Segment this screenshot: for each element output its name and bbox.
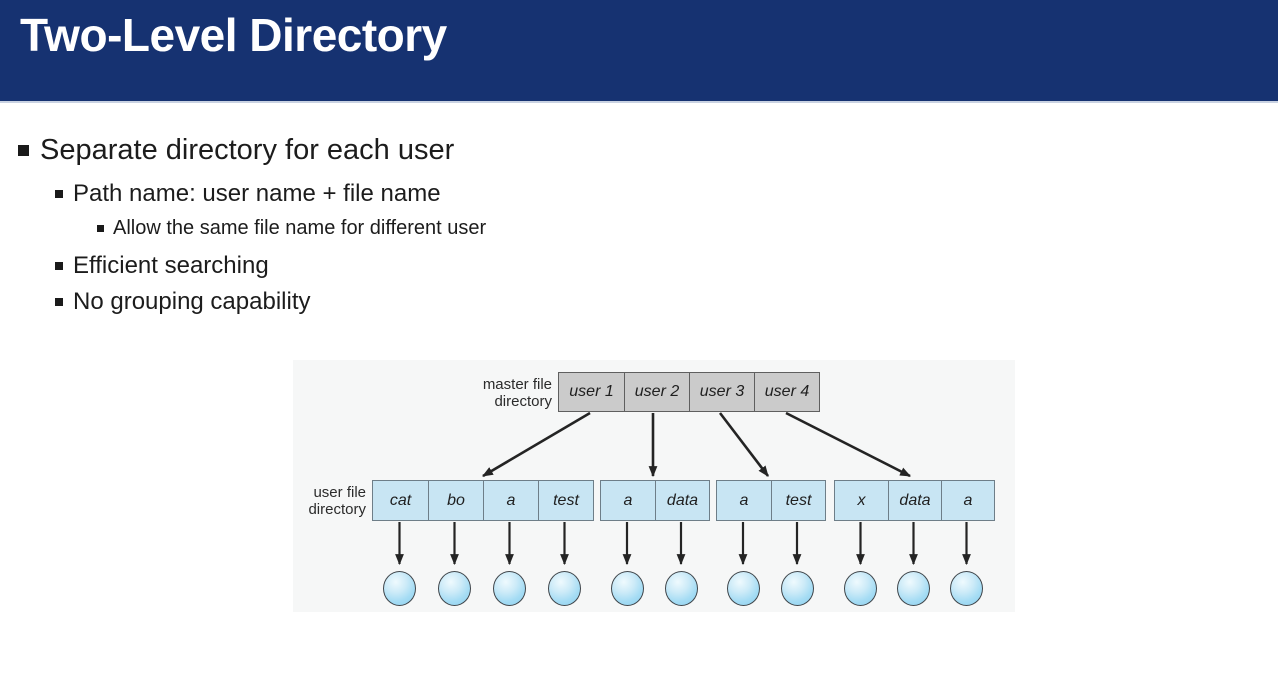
- file-sphere-icon: [950, 570, 983, 606]
- ufd-cell: data: [888, 481, 941, 520]
- ufd-cell: a: [941, 481, 994, 520]
- ufd-cell: a: [739, 491, 749, 509]
- slide-header: Two-Level Directory: [0, 0, 1278, 103]
- ufd-cell: x: [857, 491, 866, 509]
- bullet-item: Path name: user name + file name: [55, 180, 1278, 208]
- file-sphere-icon: [548, 570, 581, 606]
- file-sphere-icon: [438, 570, 471, 606]
- bullet-square-icon: [55, 190, 63, 198]
- file-sphere-icon: [383, 570, 416, 606]
- ufd-group: a data: [600, 480, 710, 521]
- file-sphere-icon: [726, 570, 760, 606]
- file-sphere-icon: [780, 570, 814, 606]
- ufd-cell: a: [483, 481, 538, 520]
- ufd-cell: bo: [428, 481, 483, 520]
- ufd-cell: test: [538, 481, 593, 520]
- file-sphere-icon: [610, 570, 644, 606]
- slide-title: Two-Level Directory: [20, 9, 447, 61]
- mfd-cell: user 2: [624, 373, 689, 411]
- bullet-square-icon: [18, 144, 29, 156]
- bullet-text: Efficient searching: [73, 252, 269, 279]
- bullet-item: Allow the same file name for different u…: [97, 216, 1278, 240]
- file-sphere-icon: [493, 570, 526, 606]
- bullet-item: Separate directory for each user: [18, 133, 1278, 167]
- ufd-cell: a: [623, 491, 633, 509]
- ufd-group: a test: [716, 480, 826, 521]
- bullet-square-icon: [97, 224, 104, 232]
- user-file-directory-label: user file directory: [308, 484, 366, 518]
- bullet-text: No grouping capability: [73, 288, 311, 315]
- file-sphere-icon: [897, 570, 930, 606]
- bullet-text: Separate directory for each user: [40, 134, 455, 166]
- file-sphere-icon: [844, 570, 877, 606]
- bullet-square-icon: [55, 262, 63, 270]
- bullet-list: Separate directory for each user Path na…: [0, 133, 1278, 324]
- bullet-square-icon: [55, 298, 63, 306]
- bullet-text: Path name: user name + file name: [73, 180, 441, 207]
- bullet-item: No grouping capability: [55, 288, 1278, 316]
- bullet-text: Allow the same file name for different u…: [113, 217, 487, 239]
- mfd-cell: user 1: [569, 383, 614, 400]
- mfd-cell: user 4: [754, 373, 819, 411]
- ufd-cell: data: [655, 481, 709, 520]
- file-sphere-icon: [664, 570, 698, 606]
- bullet-item: Efficient searching: [55, 252, 1278, 280]
- mfd-cell: user 3: [689, 373, 754, 411]
- ufd-cell: cat: [389, 491, 412, 509]
- master-file-directory-label: master file directory: [482, 376, 552, 410]
- ufd-cell: test: [771, 481, 825, 520]
